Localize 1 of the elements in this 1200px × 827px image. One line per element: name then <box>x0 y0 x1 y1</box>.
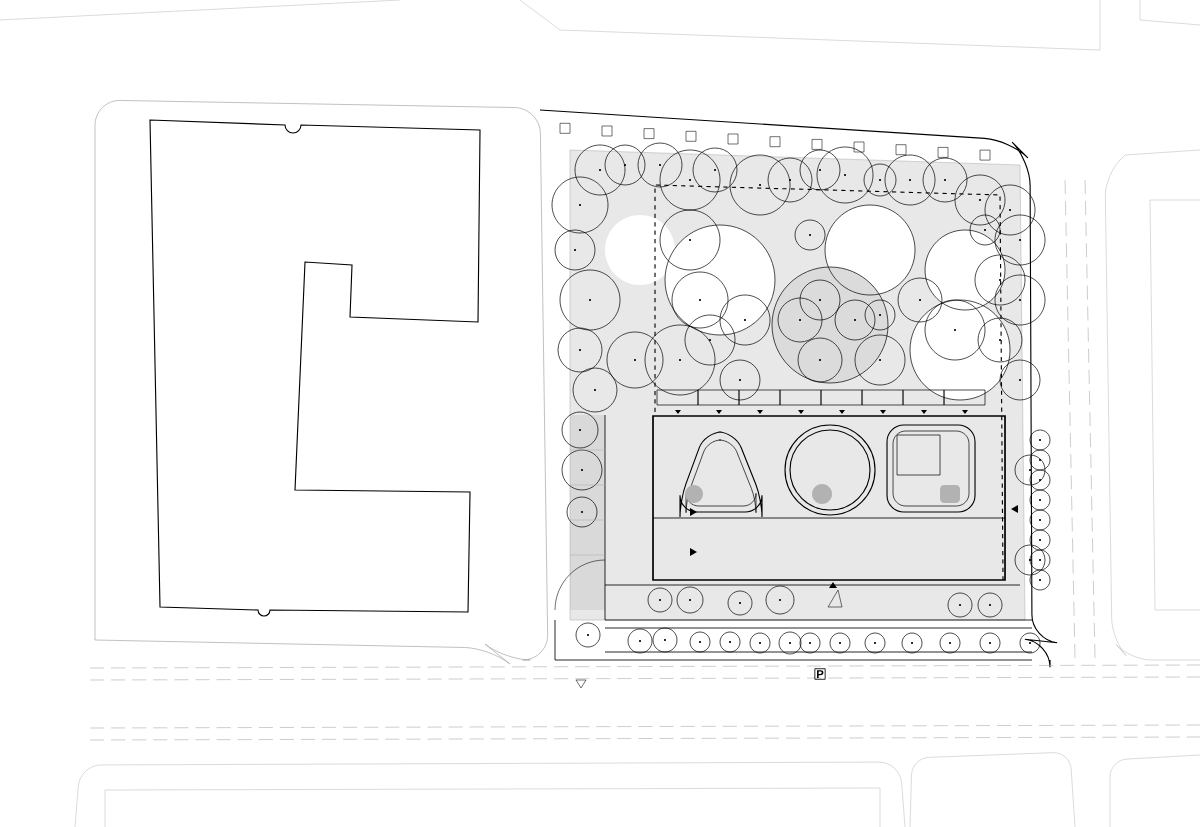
parking-sign: P <box>814 668 826 680</box>
